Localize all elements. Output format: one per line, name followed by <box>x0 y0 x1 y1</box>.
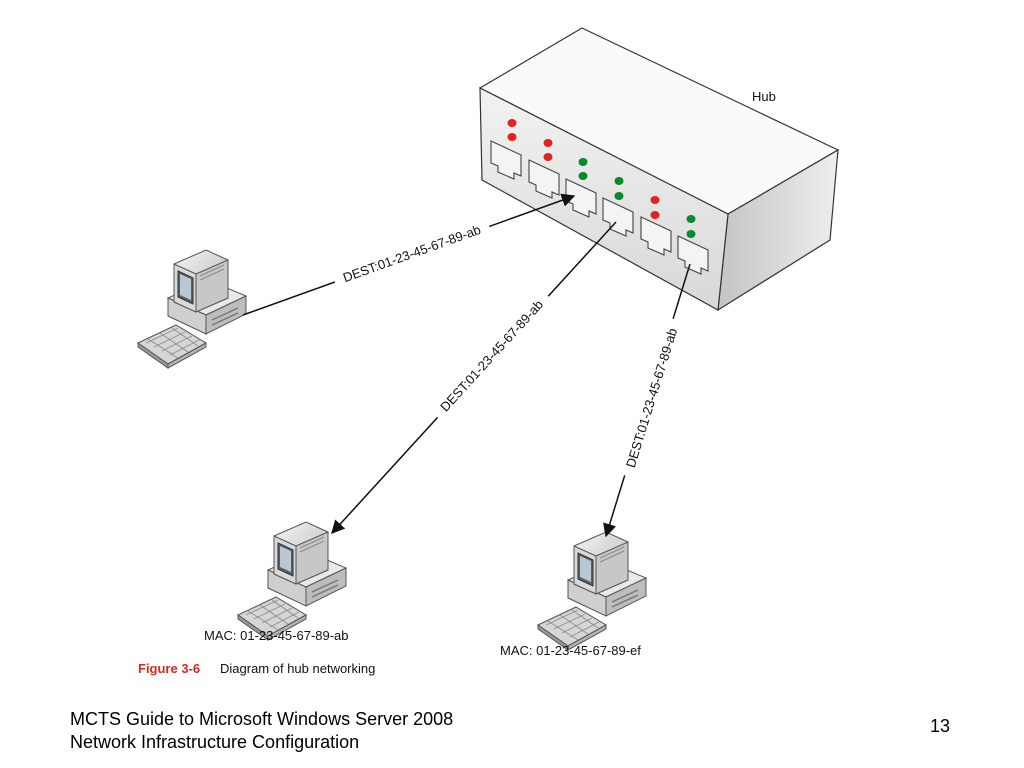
led-red-indicator <box>507 119 517 127</box>
hub-label: Hub <box>752 89 776 104</box>
hub-ports <box>490 140 709 275</box>
led-red-indicator <box>650 211 660 219</box>
led-green-indicator <box>578 158 588 166</box>
other-computer-ef <box>537 531 647 651</box>
hub-port-2 <box>528 159 560 199</box>
led-green-indicator <box>686 230 696 238</box>
connection-label-ef: DEST:01-23-45-67-89-ab <box>623 326 680 469</box>
hub-port-5 <box>640 216 672 256</box>
slide-footer: MCTS Guide to Microsoft Windows Server 2… <box>70 708 453 754</box>
hub-port-6 <box>677 235 709 275</box>
led-green-indicator <box>686 215 696 223</box>
destination-computer-ab <box>237 521 347 641</box>
led-red-indicator <box>543 139 553 147</box>
led-red-indicator <box>507 133 517 141</box>
connection-label-ab: DEST:01-23-45-67-89-ab <box>437 297 546 414</box>
hub-port-1 <box>490 140 522 180</box>
figure-number: Figure 3-6 <box>138 661 200 676</box>
led-green-indicator <box>614 177 624 185</box>
connection-label-source: DEST:01-23-45-67-89-ab <box>341 222 483 285</box>
hub-port-4 <box>602 197 634 237</box>
footer-line-2: Network Infrastructure Configuration <box>70 732 360 752</box>
led-red-indicator <box>650 196 660 204</box>
led-red-indicator <box>543 153 553 161</box>
page-number: 13 <box>930 716 951 736</box>
mac-label-ef: MAC: 01-23-45-67-89-ef <box>500 643 641 658</box>
led-green-indicator <box>578 172 588 180</box>
led-green-indicator <box>614 192 624 200</box>
mac-label-ab: MAC: 01-23-45-67-89-ab <box>204 628 349 643</box>
source-computer <box>137 249 247 369</box>
figure-caption: Diagram of hub networking <box>220 661 375 676</box>
hub-network-diagram: Hub DEST:01-23-45-67-89-ab DEST:01-23-45… <box>137 27 840 676</box>
hub-leds <box>507 119 696 238</box>
footer-line-1: MCTS Guide to Microsoft Windows Server 2… <box>70 709 454 729</box>
